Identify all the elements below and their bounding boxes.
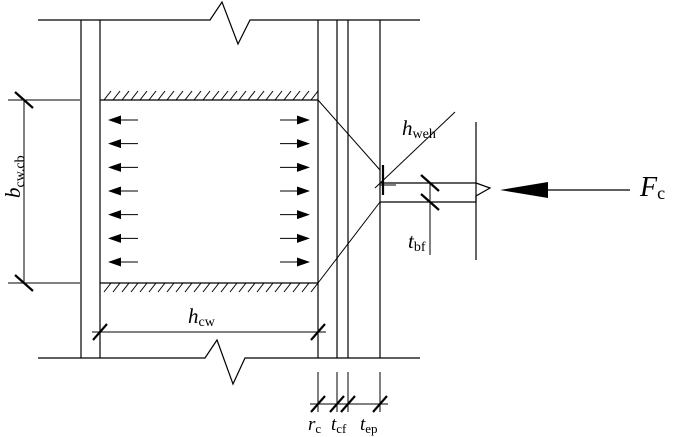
arrow-right — [280, 233, 310, 243]
hatch-stroke — [283, 282, 292, 293]
hatch-stroke — [166, 282, 175, 293]
arrow-right — [280, 139, 310, 149]
hatch-stroke — [220, 282, 229, 293]
tbf-label: tbf — [408, 229, 426, 255]
top-break-line — [38, 0, 420, 46]
hatch-stroke — [256, 282, 265, 293]
hatch-stroke — [274, 282, 283, 293]
hatch-stroke — [256, 90, 265, 101]
hatch-stroke — [121, 282, 130, 293]
hatch-stroke — [310, 282, 319, 293]
arrow-right — [280, 115, 310, 125]
b-tick-bottom — [14, 274, 34, 292]
hatch-stroke — [265, 90, 274, 101]
hatch-stroke — [193, 90, 202, 101]
hatch-top — [103, 90, 319, 101]
force-arrows-left — [108, 115, 138, 267]
arrow-right — [280, 186, 310, 196]
hatch-stroke — [265, 282, 274, 293]
dispersion-line-bottom — [317, 201, 381, 284]
hatch-stroke — [130, 90, 139, 101]
arrow-left — [108, 139, 138, 149]
rc-tick-left — [310, 395, 326, 413]
rc-tick-right — [329, 395, 345, 413]
arrow-left — [108, 233, 138, 243]
arrow-right — [280, 210, 310, 220]
hatch-stroke — [139, 90, 148, 101]
tcf-tick-right — [340, 395, 356, 413]
hatch-stroke — [175, 90, 184, 101]
tbf-tick-top — [420, 174, 440, 192]
arrow-left — [108, 162, 138, 172]
beam-break-mark — [475, 182, 492, 202]
hatch-stroke — [139, 282, 148, 293]
hweh-leader — [374, 111, 456, 189]
fc-arrow-head — [500, 182, 548, 198]
hcw-label: hcw — [188, 304, 216, 330]
hatch-stroke — [103, 282, 112, 293]
hatch-bottom — [103, 282, 319, 293]
hatch-stroke — [229, 282, 238, 293]
hatch-stroke — [184, 90, 193, 101]
tep-label: tep — [360, 414, 378, 436]
hatch-stroke — [175, 282, 184, 293]
hatch-stroke — [202, 282, 211, 293]
hatch-stroke — [103, 90, 112, 101]
arrow-left — [108, 186, 138, 196]
tep-tick-right — [372, 395, 388, 413]
b-cw-cb-label: bcw.cb — [1, 155, 28, 198]
tcf-label: tcf — [331, 414, 347, 436]
hatch-stroke — [292, 90, 301, 101]
hatch-stroke — [202, 90, 211, 101]
tbf-tick-bottom — [420, 193, 440, 211]
arrow-right — [280, 257, 310, 267]
hatch-stroke — [184, 282, 193, 293]
arrow-left — [108, 257, 138, 267]
hcw-tick-right — [310, 323, 326, 341]
rc-label: rc — [308, 414, 321, 436]
hatch-stroke — [112, 90, 121, 101]
hatch-stroke — [157, 90, 166, 101]
hatch-stroke — [229, 90, 238, 101]
bottom-break-line — [38, 338, 420, 386]
hatch-stroke — [238, 282, 247, 293]
arrow-left — [108, 210, 138, 220]
hatch-stroke — [292, 282, 301, 293]
hatch-stroke — [247, 282, 256, 293]
hatch-stroke — [211, 282, 220, 293]
hatch-stroke — [157, 282, 166, 293]
hatch-stroke — [166, 90, 175, 101]
hweh-label: hweh — [402, 116, 436, 142]
arrow-left — [108, 115, 138, 125]
hatch-stroke — [148, 90, 157, 101]
dispersion-line-top — [317, 99, 381, 171]
arrow-right — [280, 162, 310, 172]
hatch-stroke — [310, 90, 319, 101]
hatch-stroke — [211, 90, 220, 101]
hatch-stroke — [220, 90, 229, 101]
hatch-stroke — [148, 282, 157, 293]
hatch-stroke — [121, 90, 130, 101]
hatch-stroke — [283, 90, 292, 101]
hatch-stroke — [247, 90, 256, 101]
hatch-stroke — [112, 282, 121, 293]
hatch-stroke — [130, 282, 139, 293]
hatch-stroke — [238, 90, 247, 101]
hatch-stroke — [274, 90, 283, 101]
hatch-stroke — [301, 90, 310, 101]
fc-label: Fc — [639, 172, 665, 203]
force-arrows-right — [280, 115, 310, 267]
b-tick-top — [14, 91, 34, 109]
hcw-tick-left — [92, 323, 108, 341]
hatch-stroke — [193, 282, 202, 293]
hatch-stroke — [301, 282, 310, 293]
